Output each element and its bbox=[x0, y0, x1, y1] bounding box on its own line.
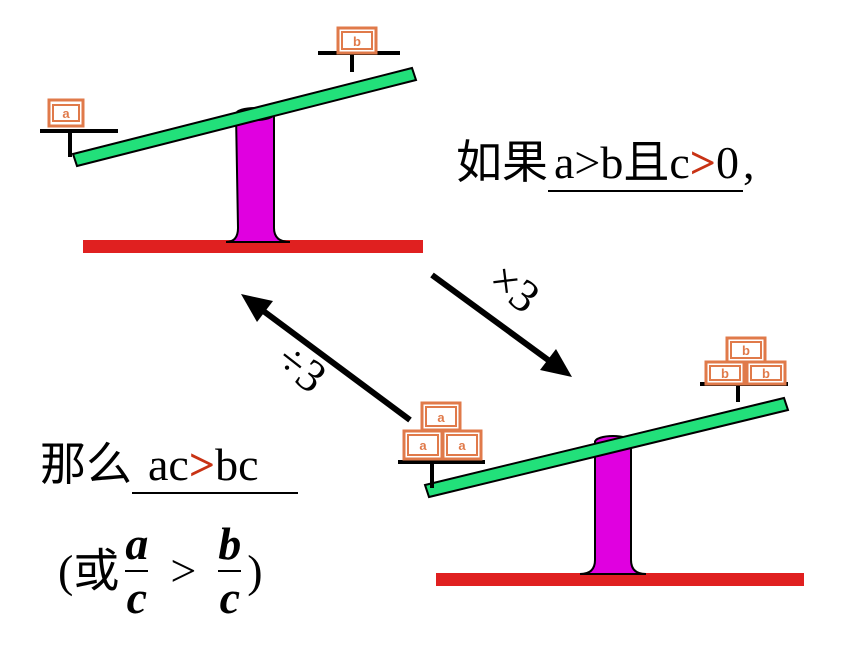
top-seesaw-base bbox=[83, 240, 423, 253]
greater-sign: > bbox=[188, 439, 216, 490]
bottom-seesaw-base bbox=[436, 573, 804, 586]
greater-sign: > bbox=[689, 137, 716, 188]
svg-text:b: b bbox=[721, 366, 729, 381]
top-seesaw-beam bbox=[71, 66, 418, 168]
box-a: a bbox=[402, 429, 444, 461]
divide-label: ÷3 bbox=[267, 333, 336, 403]
condition-expression: a>b且c>0 bbox=[548, 140, 743, 192]
conclusion-expression: ac>bc bbox=[132, 439, 299, 494]
svg-text:b: b bbox=[742, 343, 750, 358]
top-seesaw-pillar bbox=[225, 113, 291, 243]
condition-suffix: , bbox=[743, 137, 755, 188]
svg-text:b: b bbox=[762, 366, 770, 381]
svg-text:a: a bbox=[437, 410, 445, 425]
svg-text:a: a bbox=[62, 106, 70, 121]
alt-operator: > bbox=[170, 545, 197, 597]
box-a: a bbox=[47, 98, 85, 128]
box-b: b bbox=[725, 336, 767, 364]
box-b: b bbox=[745, 360, 787, 386]
svg-text:b: b bbox=[353, 34, 361, 49]
conclusion-prefix: 那么 bbox=[40, 439, 132, 490]
bottom-seesaw-beam bbox=[423, 396, 790, 499]
top-seesaw: a b bbox=[40, 26, 423, 253]
bottom-seesaw: a a a b b b bbox=[398, 336, 804, 586]
multiply-arrow bbox=[430, 272, 572, 377]
box-b: b bbox=[704, 360, 746, 386]
multiply-label: ×3 bbox=[480, 253, 550, 323]
divide-arrow bbox=[241, 294, 412, 423]
bottom-seesaw-pillar bbox=[579, 441, 647, 575]
svg-text:a: a bbox=[458, 438, 466, 453]
alt-close: ) bbox=[247, 545, 263, 597]
condition-prefix: 如果 bbox=[456, 137, 548, 188]
alt-open: (或 bbox=[58, 545, 120, 597]
svg-text:a: a bbox=[419, 438, 427, 453]
box-b: b bbox=[336, 26, 378, 55]
box-a: a bbox=[420, 401, 462, 432]
box-a: a bbox=[441, 429, 483, 461]
